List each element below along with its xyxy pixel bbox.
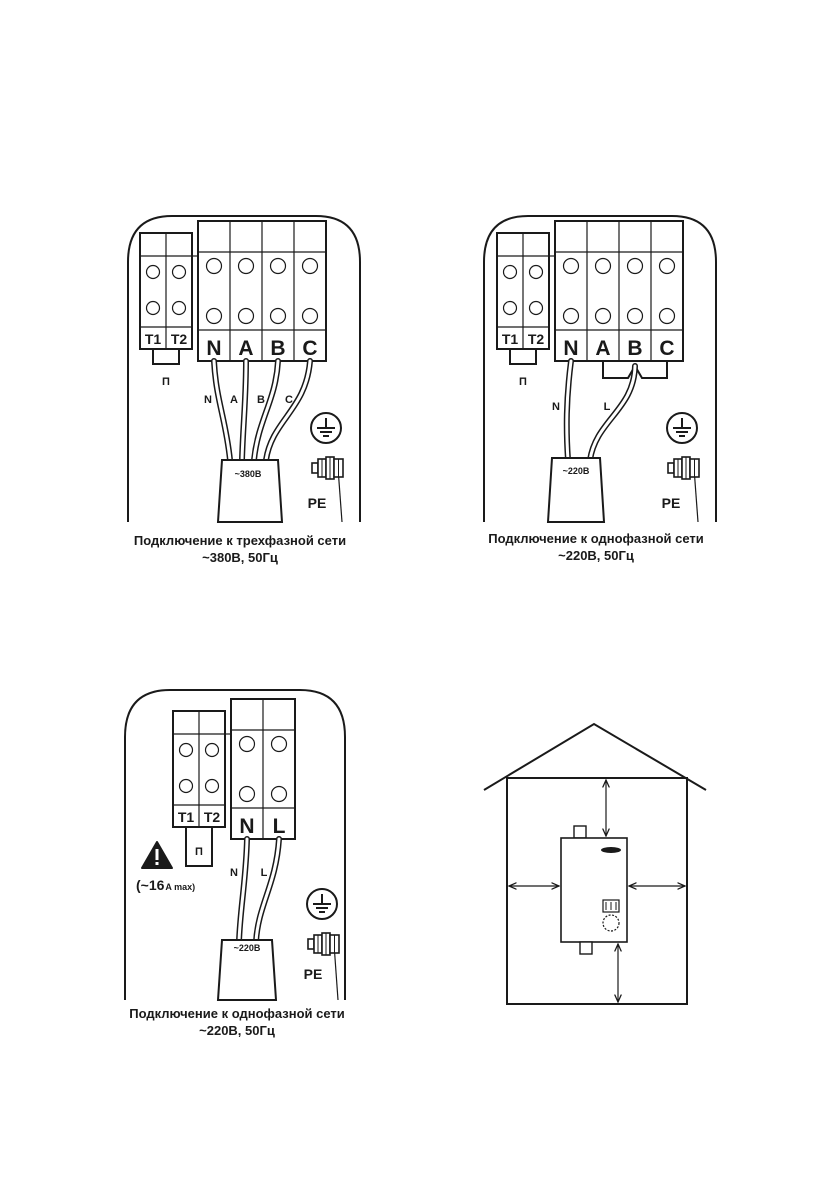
sensor-label-t2: T2: [528, 331, 545, 347]
wire-label-n: N: [552, 401, 560, 413]
jumper-label: П: [195, 846, 203, 858]
cable-sheath: [216, 459, 284, 523]
terminal-label-b: B: [627, 337, 642, 360]
jumper-bracket: [509, 349, 537, 365]
sensor-terminal-block: T1 T2: [172, 710, 226, 828]
wire-label-n: N: [230, 867, 238, 879]
sensor-label-t1: T1: [502, 331, 519, 347]
pe-label: PE: [662, 495, 681, 511]
diagram-three-phase: T1 T2 П N A B C N A B C: [127, 215, 361, 565]
wires: [563, 358, 638, 463]
terminal-label-b: B: [270, 337, 285, 360]
ground-icon: [306, 888, 338, 920]
power-terminal-block: N A B C: [197, 220, 327, 362]
terminal-label-l: L: [273, 815, 286, 838]
cable-sheath: [546, 457, 606, 523]
warning-text: (~16A max): [136, 877, 195, 893]
house-icon: [483, 722, 707, 791]
warning-icon: [141, 841, 173, 869]
terminal-label-n: N: [239, 815, 254, 838]
pe-bolt-icon: [311, 456, 344, 480]
enclosure-outline: [483, 215, 717, 522]
caption-line-2: ~220В, 50Гц: [558, 548, 634, 563]
caption-line-1: Подключение к однофазной сети: [129, 1006, 345, 1021]
sensor-label-t2: T2: [204, 809, 221, 825]
power-terminal-block: N L: [230, 698, 296, 840]
wire-label-l: L: [604, 401, 611, 413]
sensor-label-t1: T1: [145, 331, 162, 347]
jumper-bracket: [185, 827, 213, 867]
terminal-label-n: N: [563, 337, 578, 360]
power-terminal-block: N A B C: [554, 220, 684, 362]
diagram-single-phase-2term: T1 T2 П N L (~16A max) N L: [124, 689, 346, 1038]
caption-line-1: Подключение к однофазной сети: [488, 531, 704, 546]
cable-label: ~220В: [563, 466, 590, 476]
terminal-label-a: A: [595, 337, 610, 360]
wires: [236, 836, 282, 945]
cable-label: ~220В: [234, 943, 261, 953]
wire-label-a: A: [230, 394, 238, 406]
terminal-label-c: C: [659, 337, 674, 360]
room-outline: [506, 777, 688, 1005]
warning-current: (~16: [136, 877, 165, 893]
cable-label: ~380В: [235, 469, 262, 479]
wire-label-l: L: [261, 867, 268, 879]
pe-label: PE: [304, 966, 323, 982]
wire-label-c: C: [285, 394, 293, 406]
sensor-label-t2: T2: [171, 331, 188, 347]
pe-bolt-icon: [667, 456, 700, 480]
sensor-terminal-block: T1 T2: [139, 232, 193, 350]
ground-icon: [310, 412, 342, 444]
jumper-bracket: [152, 349, 180, 365]
enclosure-outline: [124, 689, 346, 1000]
terminal-label-n: N: [206, 337, 221, 360]
cable-sheath: [216, 939, 278, 1001]
pe-bolt-icon: [307, 932, 340, 956]
terminal-label-a: A: [238, 337, 253, 360]
jumper-label: П: [162, 376, 170, 388]
jumper-label: П: [519, 376, 527, 388]
caption-line-2: ~380В, 50Гц: [202, 550, 278, 565]
installation-clearance-diagram: [483, 722, 707, 1005]
wires: [211, 358, 313, 463]
sensor-label-t1: T1: [178, 809, 195, 825]
enclosure-outline: [127, 215, 361, 522]
pe-label: PE: [308, 495, 327, 511]
caption-line-2: ~220В, 50Гц: [199, 1023, 275, 1038]
sensor-terminal-block: T1 T2: [496, 232, 550, 350]
warning-unit: A max): [165, 882, 195, 892]
wire-label-n: N: [204, 394, 212, 406]
diagram-single-phase-4term: T1 T2 П N A B C N L ~220В: [483, 215, 717, 563]
caption-line-1: Подключение к трехфазной сети: [134, 533, 346, 548]
terminal-label-c: C: [302, 337, 317, 360]
wire-label-b: B: [257, 394, 265, 406]
boiler-icon: [560, 825, 628, 955]
ground-icon: [666, 412, 698, 444]
